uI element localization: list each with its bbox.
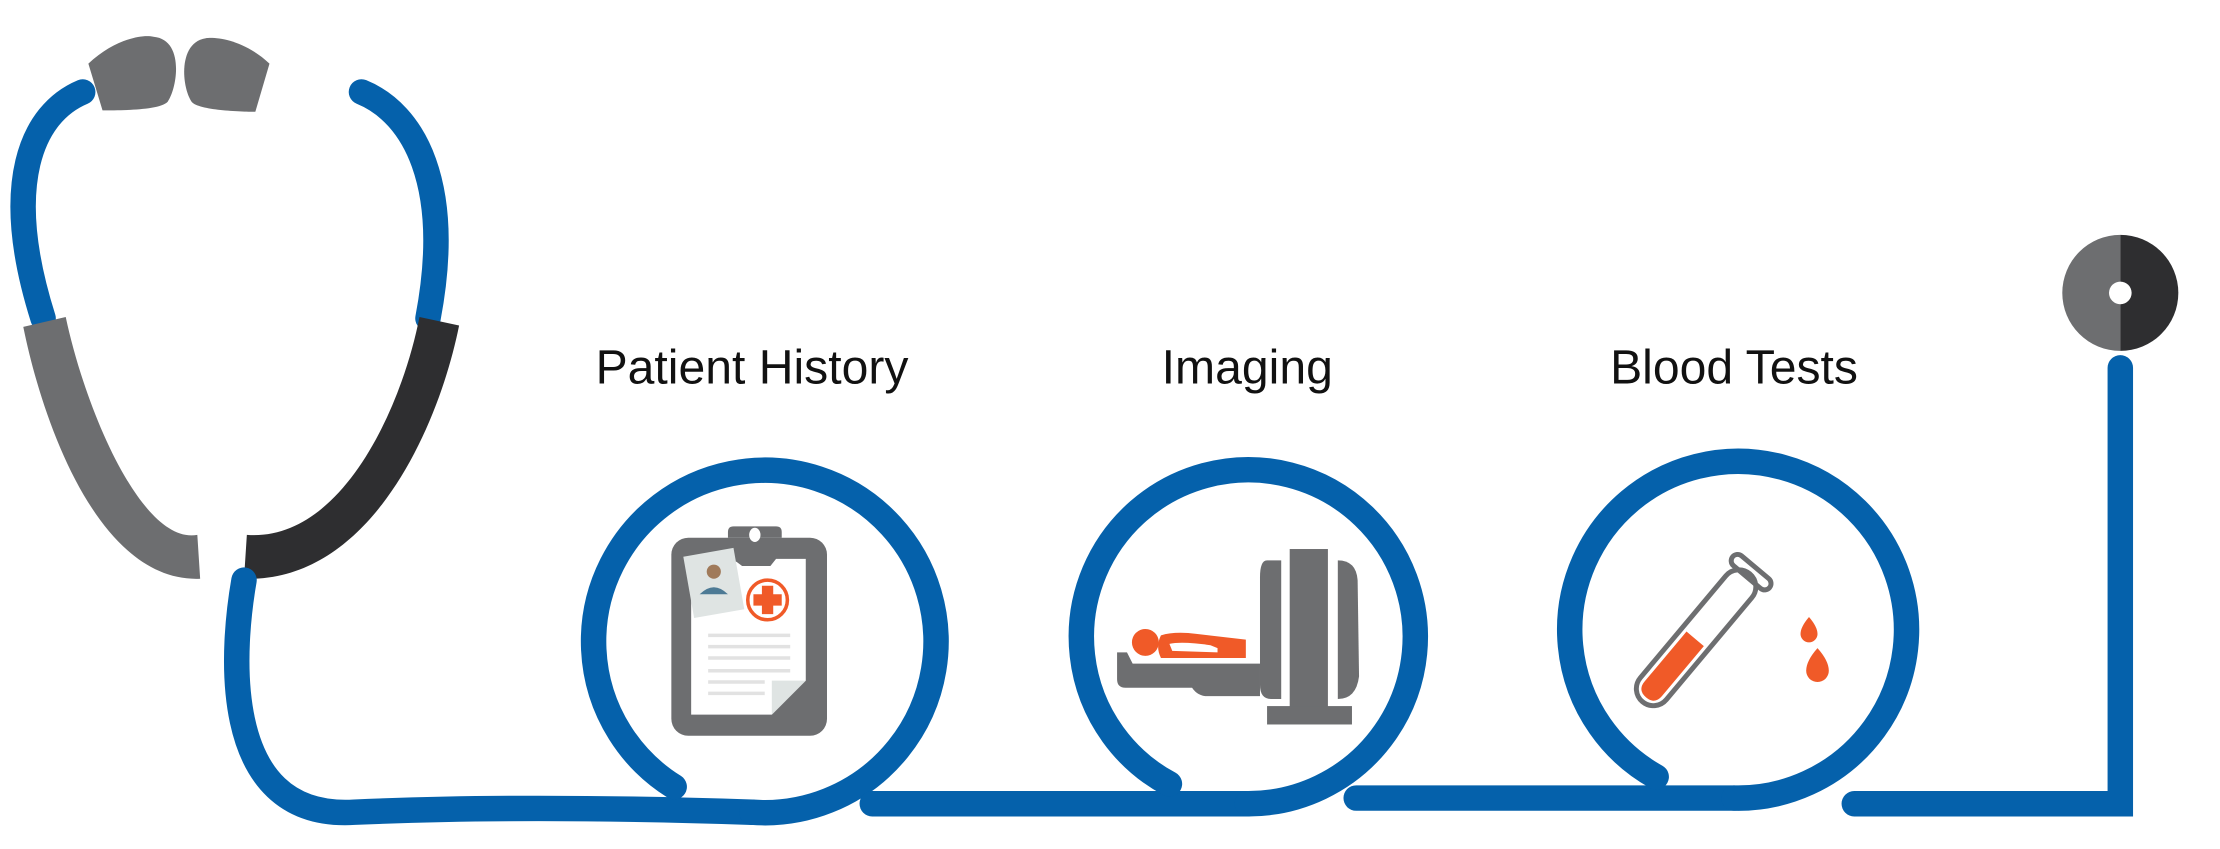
chest-piece-icon [2062,234,2179,351]
clipboard-medical-record-icon [671,526,827,736]
stethoscope-icon [10,36,765,825]
left-y-tube [23,316,201,579]
mri-scanner-icon [1117,549,1360,725]
step-label-blood-tests: Blood Tests [1610,340,1858,394]
right-y-tube [244,316,460,579]
step-circle-2 [1068,457,1428,817]
final-line [1841,355,2134,817]
test-tube-blood-icon [1633,551,1829,709]
left-ear-tube [10,79,96,332]
step-circle-3 [1557,448,1920,811]
blood-drop-icon [1800,616,1818,643]
blood-drop-icon [1806,648,1829,683]
left-ear-tip [88,36,177,111]
step-label-patient-history: Patient History [596,340,909,394]
step-circle-1 [580,457,949,826]
main-tube [224,567,765,825]
right-ear-tip [184,37,270,112]
right-ear-tube [348,79,449,332]
step-label-imaging: Imaging [1162,340,1333,394]
